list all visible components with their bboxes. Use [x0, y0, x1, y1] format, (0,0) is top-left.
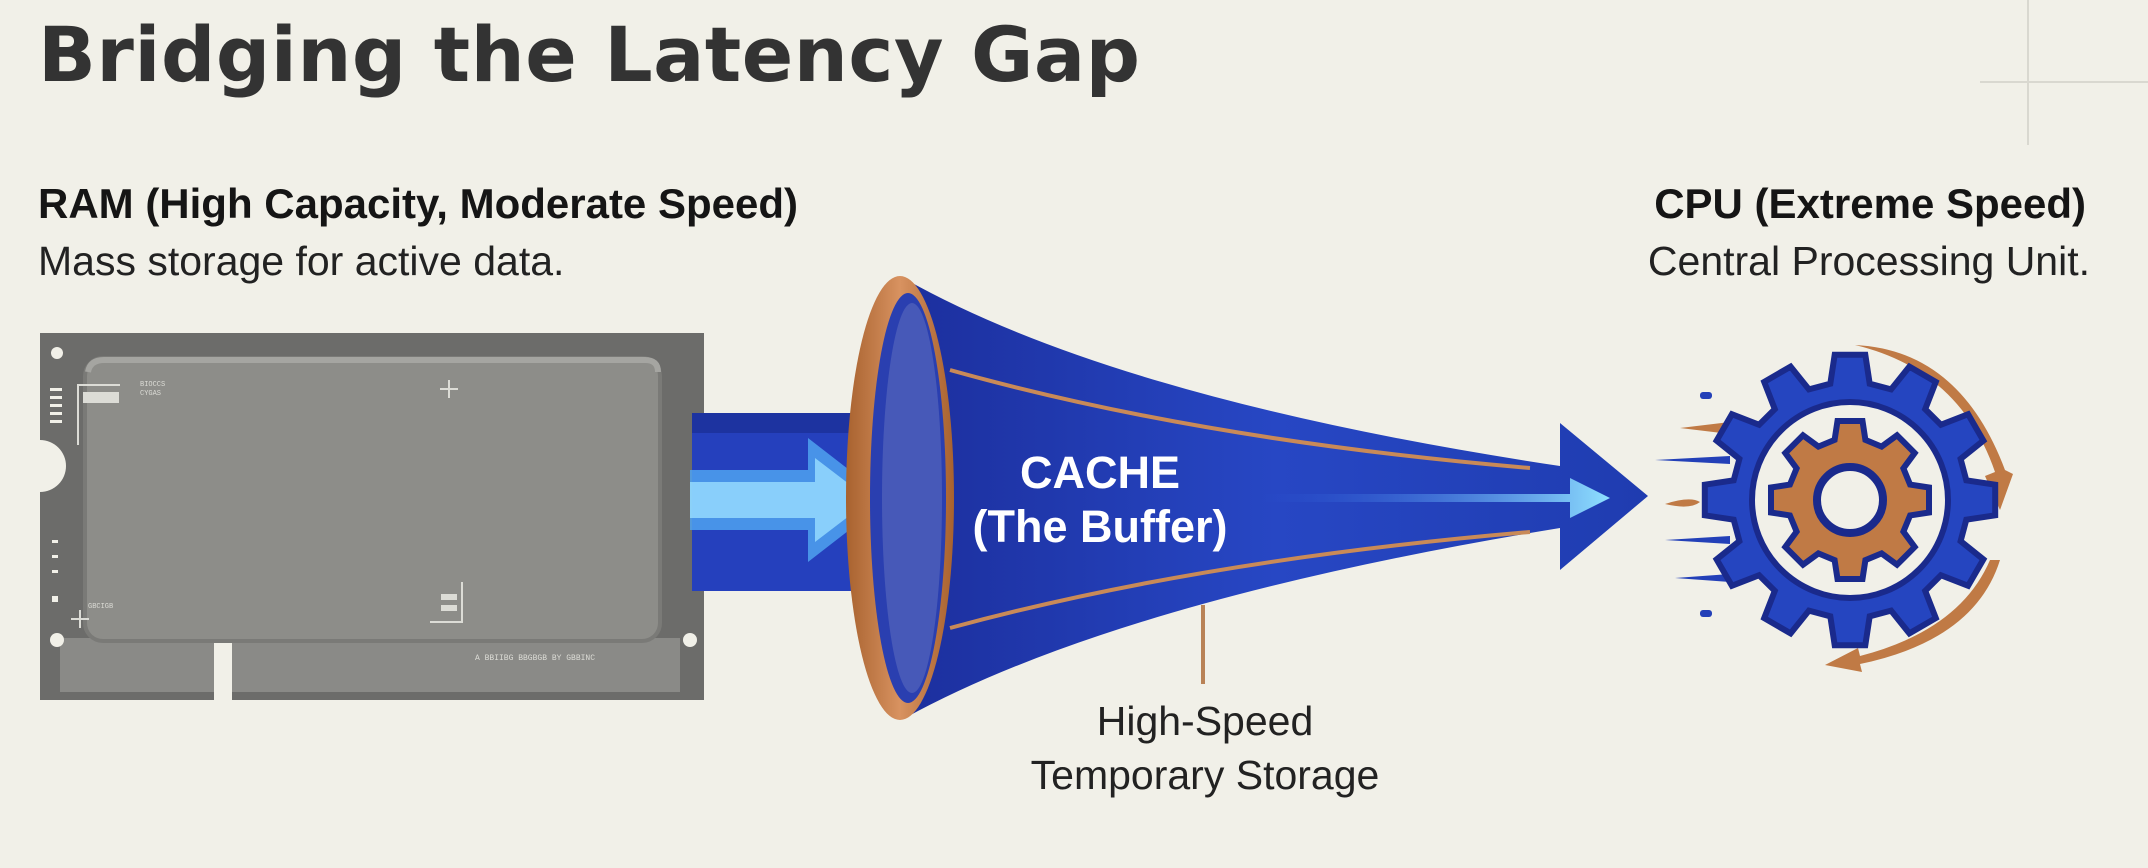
- storage-note-line2: Temporary Storage: [1030, 752, 1380, 798]
- storage-note: High-Speed Temporary Storage: [980, 694, 1430, 802]
- svg-text:A BBIIBG BBGBGB BY GBBINC: A BBIIBG BBGBGB BY GBBINC: [475, 654, 595, 663]
- svg-text:BIOCCS: BIOCCS: [140, 381, 165, 389]
- cache-label-line1: CACHE: [1019, 447, 1180, 498]
- svg-text:CYGAS: CYGAS: [140, 390, 161, 398]
- cpu-description: Central Processing Unit.: [1647, 238, 2090, 284]
- speed-lines: [1655, 392, 1730, 617]
- cpu-heading: CPU (Extreme Speed): [1654, 180, 2086, 227]
- storage-note-line1: High-Speed: [1096, 698, 1314, 744]
- page-title: Bridging the Latency Gap: [38, 10, 1141, 99]
- ram-description: Mass storage for active data.: [38, 238, 565, 284]
- cache-label-line2: (The Buffer): [972, 501, 1228, 552]
- cache-label: CACHE (The Buffer): [960, 446, 1240, 554]
- corner-grid-decoration: [1980, 0, 2148, 145]
- ram-heading: RAM (High Capacity, Moderate Speed): [38, 180, 798, 227]
- cache-funnel-icon: [846, 276, 1648, 720]
- cpu-gear-icon: [1655, 345, 2013, 672]
- svg-text:GBCIGB: GBCIGB: [88, 603, 113, 611]
